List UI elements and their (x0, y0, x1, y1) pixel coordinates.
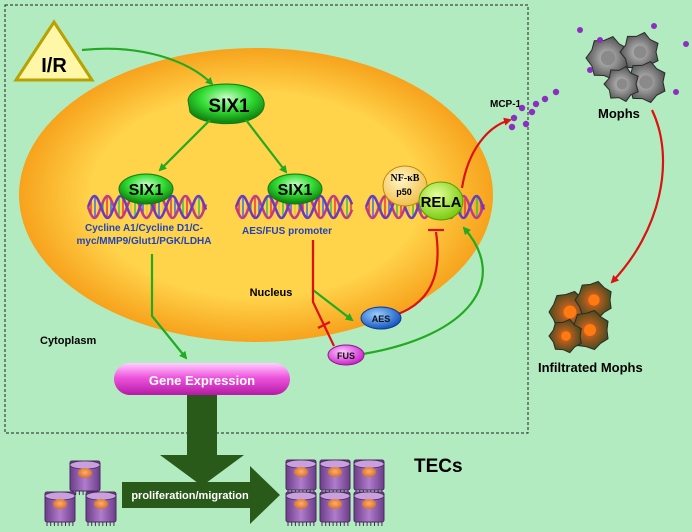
mophs-label: Mophs (598, 106, 640, 121)
tec-cell (69, 460, 101, 495)
mcp1-dot (518, 104, 526, 112)
cell-boundary (4, 4, 529, 434)
arrow-ir-to-six1 (81, 47, 214, 86)
infiltrated-mophs-label: Infiltrated Mophs (538, 360, 643, 375)
fus-protein: FUS (327, 344, 365, 366)
aes-label: AES (372, 314, 391, 324)
target-genes-line2: myc/MMP9/Glut1/PGK/LDHA (76, 236, 211, 247)
mophs-cluster (577, 23, 689, 104)
macrophage (585, 35, 629, 81)
fus-label: FUS (337, 351, 355, 361)
ir-stimulus: I/R (13, 19, 95, 82)
rela-label: RELA (421, 194, 462, 211)
down-arrow (160, 395, 244, 486)
mcp1-dot (552, 88, 560, 96)
arrow-to-gene-expression (150, 254, 188, 360)
gene-expression-label: Gene Expression (149, 373, 255, 388)
aes-protein: AES (360, 306, 402, 330)
six1-left-promoter: SIX1 (118, 173, 174, 205)
arrow-six1-to-middle (245, 119, 288, 174)
mcp1-dot (541, 95, 549, 103)
gene-expression-box: Gene Expression (114, 363, 290, 395)
nfkb-label: NF-κB (391, 173, 420, 184)
proliferation-label: proliferation/migration (131, 490, 249, 502)
macrophage (603, 65, 639, 103)
infiltrated-mophs-cluster (548, 280, 612, 354)
arrow-rela-to-mcp1 (460, 117, 512, 189)
mcp1-dot (508, 123, 516, 131)
proliferation-arrow: proliferation/migration (122, 466, 280, 524)
mcp1-dot (673, 89, 679, 95)
inhibit-to-fus (311, 240, 335, 347)
mcp1-dot (683, 41, 689, 47)
six1-regulator: SIX1 (187, 83, 265, 125)
tecs-label: TECs (414, 456, 463, 477)
tec-cell (44, 491, 76, 526)
tec-cell (319, 459, 351, 494)
inhibition-arrows (311, 109, 665, 347)
p50-label: p50 (396, 187, 412, 197)
six1-middle-label: SIX1 (278, 182, 313, 199)
tec-cell (285, 491, 317, 526)
macrophage (619, 31, 659, 73)
cytoplasm-label: Cytoplasm (40, 335, 96, 347)
dna-strand (234, 194, 354, 220)
dna-strand (86, 194, 208, 220)
inhibit-bar-fus (317, 321, 331, 329)
macrophage (548, 318, 582, 354)
arrow-six1-to-left (158, 119, 211, 172)
mcp1-dot (587, 67, 593, 73)
arrow-mophs-infiltration (610, 109, 665, 284)
nfkb-complex: NF-κB p50 RELA (382, 165, 464, 221)
tec-cell (85, 491, 117, 526)
tec-cell (353, 459, 385, 494)
aes-fus-promoter-label: AES/FUS promoter (242, 226, 332, 237)
inhibit-aes-to-rela (394, 231, 439, 317)
mcp1-dot (510, 114, 518, 122)
mcp1-dot (522, 120, 530, 128)
tec-cell (353, 491, 385, 526)
mcp1-dots (508, 88, 560, 131)
macrophage (574, 280, 612, 320)
tec-cell (285, 459, 317, 494)
mcp1-dot (577, 27, 583, 33)
mcp1-label: MCP-1 (490, 99, 522, 110)
arrow-fus-to-rela (362, 226, 484, 356)
ir-label: I/R (41, 55, 67, 77)
mcp1-dot (528, 108, 536, 116)
mcp1-dot (597, 37, 603, 43)
six1-middle-promoter: SIX1 (267, 173, 323, 205)
mcp1-dot (651, 23, 657, 29)
target-genes-line1: Cycline A1/Cycline D1/C- (85, 223, 203, 234)
mcp1-dot (532, 100, 540, 108)
tec-cells (44, 459, 385, 526)
six1-label: SIX1 (208, 96, 250, 117)
tec-cell (319, 491, 351, 526)
nucleus-label: Nucleus (250, 287, 293, 299)
six1-left-label: SIX1 (129, 182, 164, 199)
dna-helix-left (86, 194, 208, 220)
